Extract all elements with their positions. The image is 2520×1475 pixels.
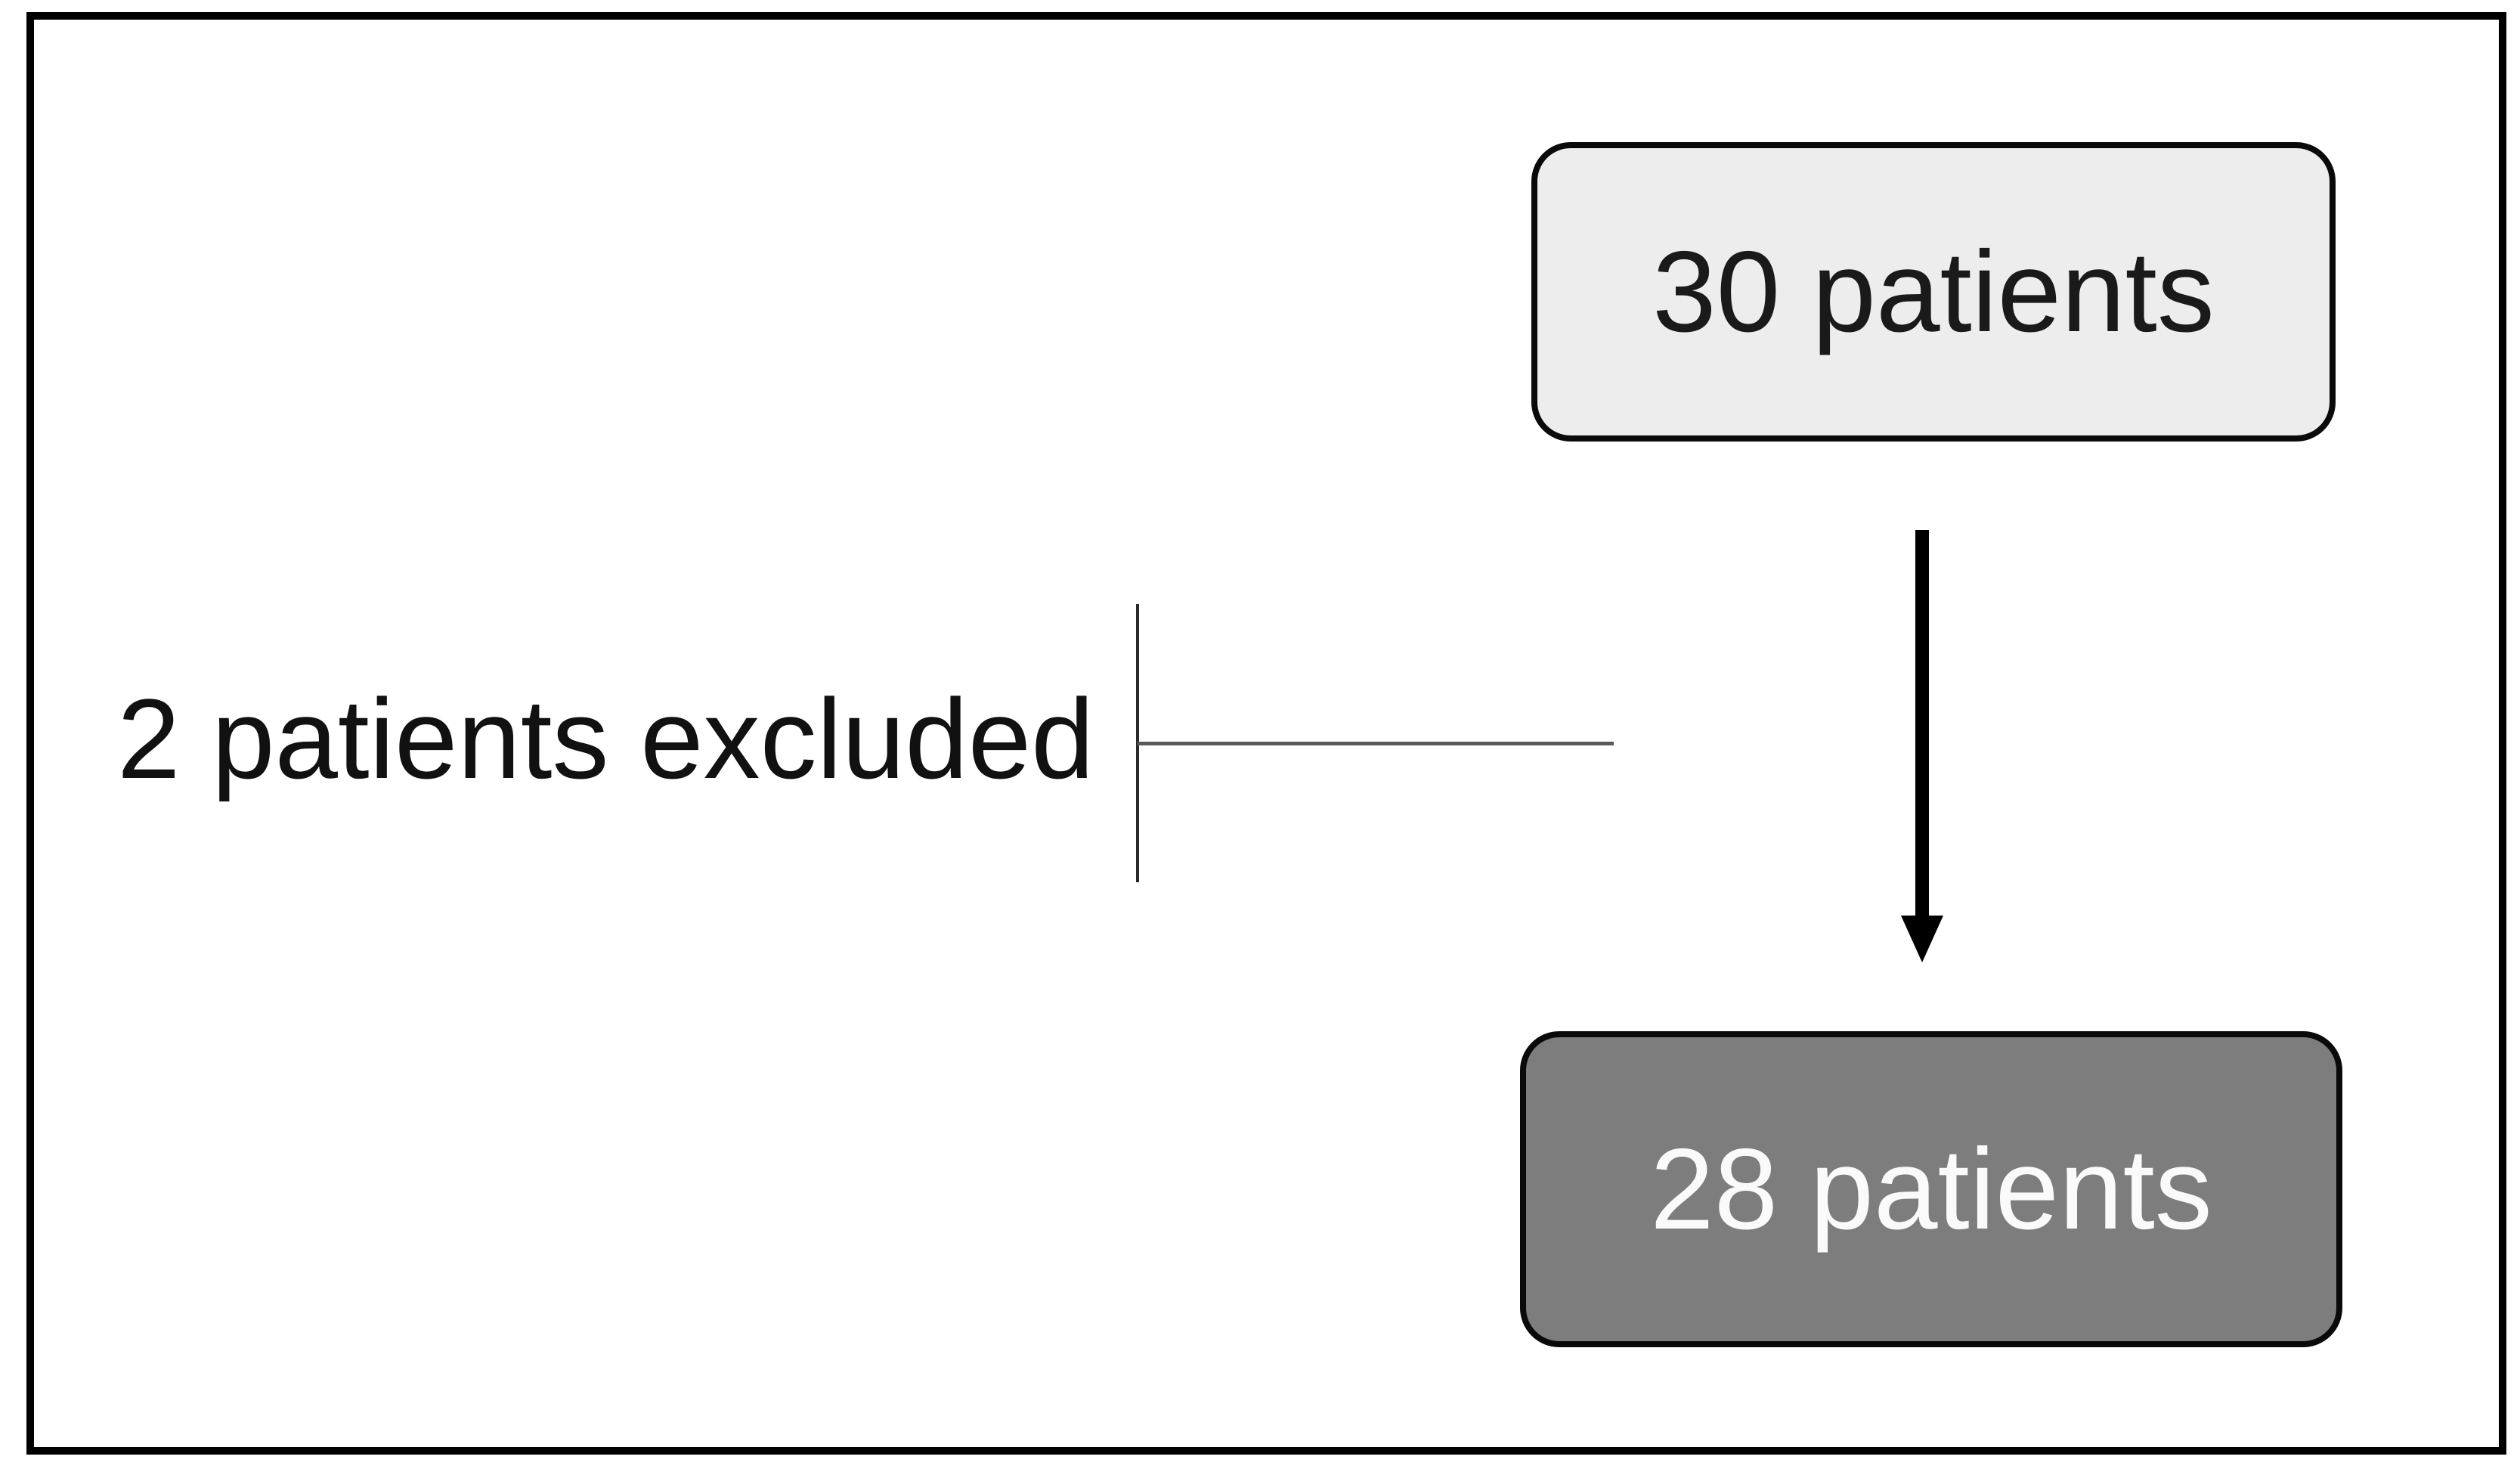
- down-arrow-head-icon: [1901, 916, 1943, 962]
- exclusion-tee-horizontal-line: [1138, 742, 1614, 745]
- down-arrow-shaft: [1915, 530, 1929, 917]
- exclusion-label: 2 patients excluded: [117, 675, 1094, 802]
- end-node: 28 patients: [1520, 1031, 2342, 1347]
- end-node-label: 28 patients: [1650, 1125, 2212, 1253]
- start-node: 30 patients: [1531, 142, 2336, 442]
- start-node-label: 30 patients: [1652, 228, 2215, 356]
